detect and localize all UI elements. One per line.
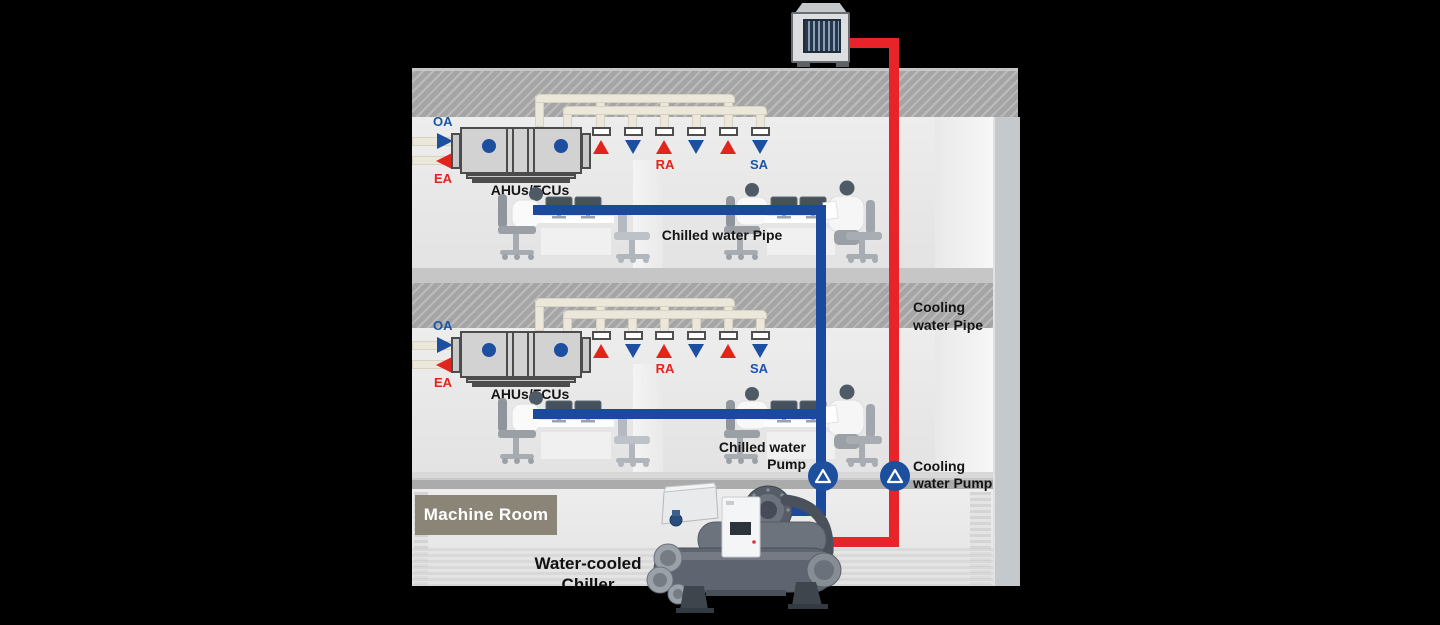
desk-1 [538, 400, 614, 459]
supply-air-arrow-icon [625, 140, 641, 154]
worker-3 [822, 180, 882, 263]
chilled-water-pipe-riser [816, 205, 826, 516]
worker-2 [724, 183, 769, 260]
diffuser [655, 331, 674, 340]
cooling-water-pipe-top [846, 38, 899, 48]
duct-run-upper [535, 94, 735, 103]
return-air-arrow-icon [720, 140, 736, 154]
cooling-tower-foot [797, 62, 810, 67]
diffuser [687, 127, 706, 136]
oa-label: OA [433, 114, 453, 129]
oa-arrow-icon [437, 337, 453, 353]
machine-room-label: Machine Room [415, 495, 557, 535]
cooling-water-pump-icon [880, 461, 910, 491]
ahu-divider [533, 127, 535, 174]
diffuser [751, 127, 770, 136]
chiller-flanges [646, 543, 689, 605]
ahu-base [466, 378, 576, 383]
worker-1 [498, 391, 543, 464]
diffuser [624, 127, 643, 136]
worker-3 [822, 384, 882, 467]
ahu-right-plate [581, 133, 591, 169]
ea-label: EA [434, 171, 453, 186]
ahu-fan [482, 139, 496, 153]
ahu-right-plate [581, 337, 591, 373]
duct-run-lower [563, 106, 767, 115]
diffuser [655, 127, 674, 136]
diffuser [751, 331, 770, 340]
return-air-arrow-icon [656, 140, 672, 154]
diffuser [592, 331, 611, 340]
office-floor2-floorband [412, 472, 993, 478]
cooling-tower-grille [803, 19, 841, 53]
ahu-label: AHUs/FCUs [490, 182, 570, 198]
ahu-divider [527, 331, 529, 378]
sa-label: SA [749, 157, 769, 172]
office-floor1-floorband [412, 268, 993, 280]
oa-label: OA [433, 318, 453, 333]
ea-arrow-icon [436, 357, 452, 373]
inner-wall-floor1 [935, 117, 993, 268]
diffuser [719, 127, 738, 136]
ra-label: RA [655, 157, 675, 172]
chiller-valve [669, 510, 683, 527]
diffuser [624, 331, 643, 340]
duct-run-upper [535, 298, 735, 307]
oa-arrow-icon [437, 133, 453, 149]
cooling-water-pump-label: Cooling water Pump [913, 458, 993, 491]
ahu-divider [506, 331, 508, 378]
diffuser [687, 331, 706, 340]
cooling-water-pipe-label: Cooling water Pipe [913, 299, 984, 333]
ahu-fan [554, 343, 568, 357]
supply-air-arrow-icon [688, 140, 704, 154]
supply-air-arrow-icon [752, 344, 768, 358]
ra-label: RA [655, 361, 675, 376]
ahu-fan [482, 343, 496, 357]
ahu-fan [554, 139, 568, 153]
sa-label: SA [749, 361, 769, 376]
chilled-water-pump-icon [808, 461, 838, 491]
chilled-water-pipe-label: Chilled water Pipe [661, 227, 783, 243]
supply-air-arrow-icon [752, 140, 768, 154]
cooling-water-pipe-riser [889, 38, 899, 547]
chiller-vessels [653, 521, 842, 593]
return-air-arrow-icon [593, 140, 609, 154]
water-cooled-chiller-graphic [646, 482, 842, 613]
duct-run-lower [563, 310, 767, 319]
supply-air-arrow-icon [625, 344, 641, 358]
ahu-divider [527, 127, 529, 174]
return-air-arrow-icon [593, 344, 609, 358]
diffuser [719, 331, 738, 340]
ea-arrow-icon [436, 153, 452, 169]
inner-wall-floor2 [935, 328, 993, 472]
cooling-tower-lid [795, 3, 847, 13]
return-air-arrow-icon [656, 344, 672, 358]
chiller-legs [676, 582, 828, 613]
ahu-base [472, 179, 570, 183]
ahu-divider [506, 127, 508, 174]
chilled-water-pipe-floor1 [533, 205, 826, 215]
diffuser [592, 127, 611, 136]
ahu-base [472, 383, 570, 387]
ea-label: EA [434, 375, 453, 390]
ahu-divider [512, 331, 514, 378]
ahu-divider [512, 127, 514, 174]
supply-air-arrow-icon [688, 344, 704, 358]
ahu-base [466, 174, 576, 179]
return-air-arrow-icon [720, 344, 736, 358]
cooling-tower-foot [836, 62, 849, 67]
cooling-water-pipe-bottom [800, 537, 899, 547]
ahu-label: AHUs/FCUs [490, 386, 570, 402]
building-right-wall [993, 117, 1020, 588]
ahu-divider [533, 331, 535, 378]
chiller-control-cabinet [721, 496, 761, 558]
chilled-water-pipe-floor2 [533, 409, 826, 419]
chilled-water-pump-label: Chilled water Pump [718, 439, 806, 472]
